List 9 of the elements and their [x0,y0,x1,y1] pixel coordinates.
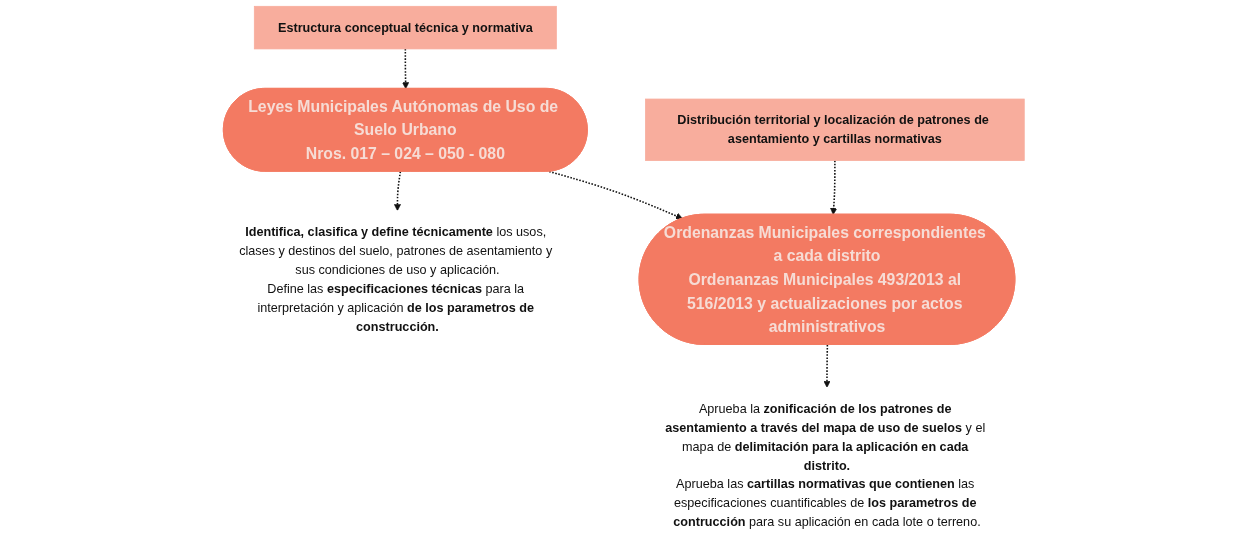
arrow [394,170,402,211]
node-box: Distribución territorial y localización de patrones de asentamiento y cartillas normativas [645,98,1025,161]
arrow [823,344,831,388]
node-text: Identifica, clasifica y define técnicamente los usos, clases y destinos del suelo, patrones de asentamiento y sus condiciones de uso y aplicación. Define las especificaciones técnicas para la interpretación y aplicación de los parametros de construcción. [239,224,553,333]
arrow [548,170,684,220]
arrow [402,48,410,90]
node-box: Estructura conceptual técnica y normativa [254,5,558,50]
node-text: Aprueba la zonificación de los patrones de asentamiento a través del mapa de uso de suelos y el mapa de delimitación para la aplicación en cada distrito. Aprueba las cartillas normativas que contienen las especificaciones cuantificables de los parametros de contrucción para su aplicación en cada lote o terreno. [665,401,986,529]
arrow [830,159,838,215]
